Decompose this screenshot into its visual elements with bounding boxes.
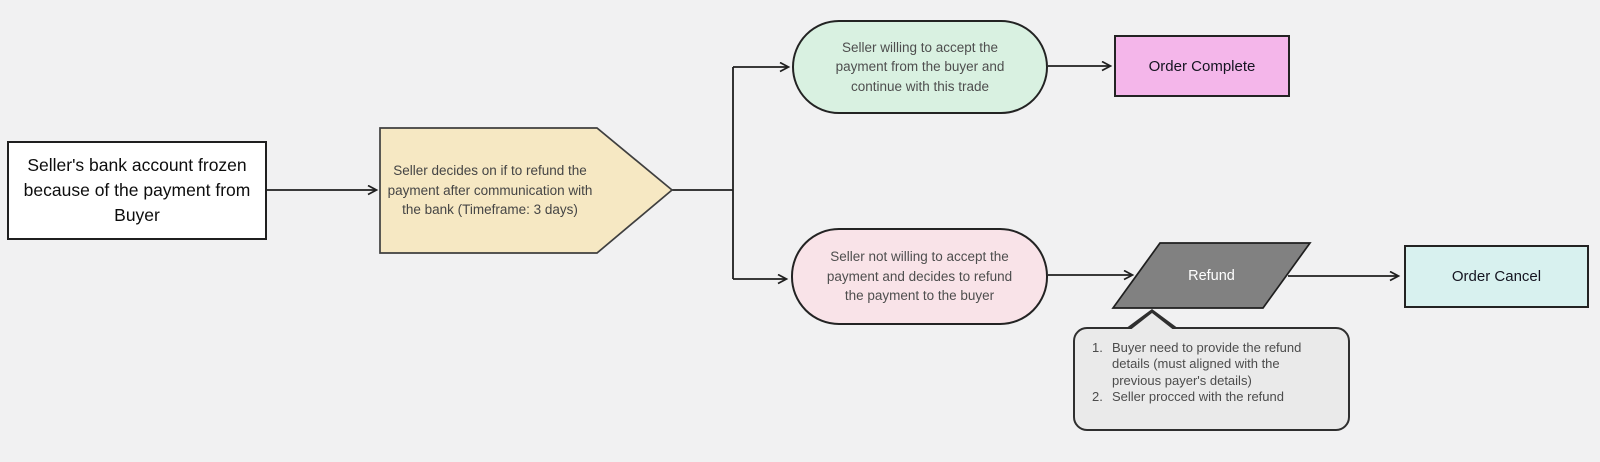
start-node-label: Seller's bank account frozen because of …: [23, 155, 251, 225]
reject-node-label: Seller not willing to accept the payment…: [826, 249, 1013, 304]
refund-note-item: 2. Seller procced with the refund: [1092, 389, 1336, 405]
refund-note[interactable]: 1. Buyer need to provide the refund deta…: [1073, 309, 1350, 431]
note-item-text: Seller procced with the refund: [1112, 389, 1284, 405]
start-node[interactable]: Seller's bank account frozen because of …: [7, 141, 267, 240]
order-cancel-node[interactable]: Order Cancel: [1404, 245, 1589, 308]
refund-node-shape[interactable]: [1111, 242, 1312, 309]
note-item-number: 1.: [1092, 340, 1103, 355]
accept-node-label: Seller willing to accept the payment fro…: [835, 39, 1005, 94]
order-complete-label: Order Complete: [1148, 57, 1256, 75]
decision-node-shape[interactable]: [379, 127, 674, 254]
note-item-text: Buyer need to provide the refund details…: [1112, 340, 1302, 388]
note-item-number: 2.: [1092, 389, 1103, 405]
reject-node[interactable]: Seller not willing to accept the payment…: [791, 228, 1048, 325]
refund-note-item: 1. Buyer need to provide the refund deta…: [1092, 340, 1336, 389]
accept-node[interactable]: Seller willing to accept the payment fro…: [792, 20, 1048, 114]
order-cancel-label: Order Cancel: [1451, 268, 1542, 285]
order-complete-node[interactable]: Order Complete: [1114, 35, 1290, 97]
